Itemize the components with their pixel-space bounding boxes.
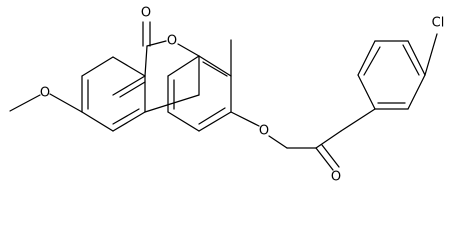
lactone-ring bbox=[144, 40, 200, 113]
structure-canvas: O O O O O Cl bbox=[9, 5, 445, 185]
bond bbox=[321, 144, 340, 168]
bond bbox=[167, 111, 200, 132]
bond bbox=[112, 111, 146, 132]
chemical-structure-diagram: O O O O O Cl bbox=[9, 6, 445, 185]
carbonyl-group bbox=[142, 21, 151, 47]
bond bbox=[198, 111, 232, 132]
bond bbox=[315, 130, 342, 149]
bond bbox=[167, 55, 200, 77]
bond bbox=[112, 75, 146, 96]
bond bbox=[112, 108, 140, 125]
ether-oxygen-label: O bbox=[259, 124, 269, 139]
bond bbox=[268, 135, 288, 149]
bond bbox=[144, 45, 148, 77]
ether-linkage bbox=[230, 111, 317, 149]
bond bbox=[363, 46, 381, 76]
bond bbox=[81, 111, 114, 132]
chlorine-bond bbox=[424, 33, 438, 76]
carbonyl-oxygen-label: O bbox=[141, 6, 151, 21]
chlorine-label: Cl bbox=[432, 16, 445, 31]
bond bbox=[81, 56, 114, 77]
bond bbox=[230, 111, 260, 127]
bond bbox=[198, 55, 232, 77]
ketone-oxygen-label: O bbox=[331, 170, 341, 185]
bond bbox=[357, 40, 376, 76]
bond bbox=[119, 81, 146, 98]
methoxy-benzene-ring bbox=[81, 56, 146, 132]
aryl-ether-ring bbox=[167, 55, 232, 132]
methoxy-oxygen-label: O bbox=[40, 86, 50, 101]
bond bbox=[357, 74, 376, 110]
bond bbox=[315, 147, 334, 171]
bond bbox=[407, 40, 426, 76]
bond bbox=[177, 43, 200, 57]
methoxy-bond bbox=[49, 93, 83, 113]
bond bbox=[198, 107, 226, 125]
ketone-group bbox=[315, 130, 342, 171]
chlorophenyl-ring bbox=[340, 40, 426, 132]
bond bbox=[402, 44, 420, 76]
bond bbox=[144, 94, 200, 113]
bond bbox=[112, 56, 146, 77]
bond bbox=[340, 108, 376, 132]
bond bbox=[202, 61, 228, 77]
methoxy-bond bbox=[9, 94, 41, 112]
ring-oxygen-label: O bbox=[167, 34, 177, 49]
bond bbox=[407, 74, 426, 110]
